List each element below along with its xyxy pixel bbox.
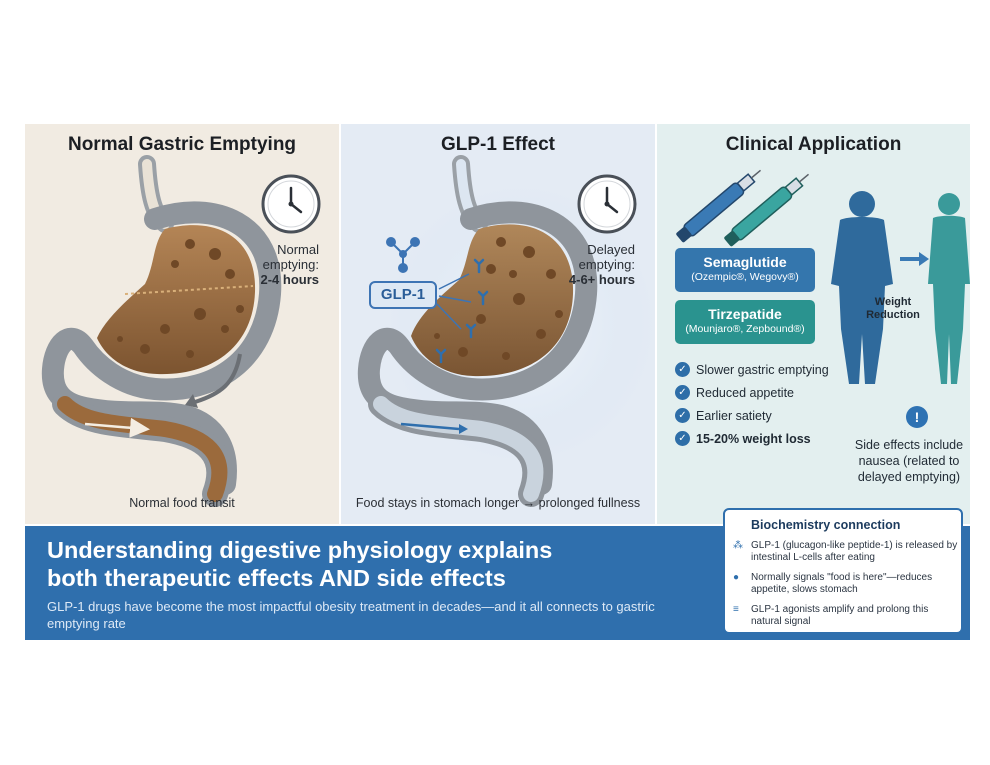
- injection-pen-icon: [676, 169, 762, 243]
- signal-icon: ≡: [733, 604, 739, 615]
- semaglutide-card: Semaglutide (Ozempic®, Wegovy®): [675, 248, 815, 292]
- benefit-text: Earlier satiety: [696, 408, 772, 423]
- drug-name: Semaglutide: [703, 254, 787, 270]
- label-line: emptying:: [262, 257, 319, 272]
- panel-caption: Food stays in stomach longer → prolonged…: [355, 496, 641, 510]
- weight-reduction-label: Weight Reduction: [863, 296, 923, 322]
- body-silhouette-after: [928, 193, 970, 384]
- clinical-application-panel: Clinical Application Semaglutide (Ozempi…: [657, 124, 970, 524]
- clock-icon: [261, 174, 321, 234]
- label-line: Reduction: [866, 309, 920, 321]
- biochemistry-item: ≡ GLP-1 agonists amplify and prolong thi…: [733, 604, 959, 628]
- clock-icon: [577, 174, 637, 234]
- benefits-list: ✓ Slower gastric emptying ✓ Reduced appeti…: [675, 358, 829, 450]
- banner-subtext: GLP-1 drugs have become the most impactf…: [47, 599, 655, 631]
- glp1-badge: GLP-1: [369, 281, 437, 309]
- panel-caption: Normal food transit: [129, 496, 235, 510]
- drug-brands: (Mounjaro®, Zepbound®): [685, 323, 805, 335]
- drug-name: Tirzepatide: [708, 306, 782, 322]
- check-circle-icon: ✓: [675, 362, 690, 377]
- clinical-illustration: [676, 169, 970, 384]
- tirzepatide-card: Tirzepatide (Mounjaro®, Zepbound®): [675, 300, 815, 344]
- label-line: Normal: [277, 242, 319, 257]
- food-particles: [117, 239, 244, 358]
- headline-line: both therapeutic effects AND side effect…: [47, 565, 506, 591]
- flow-arrow: [194, 353, 242, 404]
- biochemistry-title: Biochemistry connection: [751, 518, 901, 532]
- food-particles: [434, 237, 563, 360]
- label-line: emptying:: [578, 257, 635, 272]
- glp1-receptors: [435, 258, 489, 364]
- delayed-emptying-label: Delayed emptying: 4-6+ hours: [557, 242, 635, 287]
- panel-title: Clinical Application: [725, 134, 902, 155]
- glp1-effect-panel: GLP-1 Effect GLP-1 Delayed emptying: 4-6…: [341, 124, 655, 524]
- drug-brands: (Ozempic®, Wegovy®): [691, 271, 799, 283]
- benefit-item: ✓ Slower gastric emptying: [675, 358, 829, 381]
- normal-stomach-illustration: [41, 155, 321, 507]
- benefit-item: ✓ 15-20% weight loss: [675, 427, 829, 450]
- drop-icon: ●: [733, 572, 740, 583]
- stomach-wall: [357, 201, 598, 495]
- injection-pen-icon: [724, 173, 810, 247]
- stomach-contents: [411, 224, 574, 377]
- biochemistry-text: GLP-1 agonists amplify and prolong this …: [751, 604, 929, 627]
- banner-headline: Understanding digestive physiology expla…: [47, 536, 687, 592]
- check-circle-icon: ✓: [675, 408, 690, 423]
- glp1-stomach-illustration: [357, 155, 655, 507]
- side-effects-note: Side effects include nausea (related to …: [854, 438, 964, 484]
- biochemistry-text: Normally signals "food is here"—reduces …: [751, 572, 933, 595]
- stomach-wall: [41, 201, 282, 495]
- flow-arrow: [400, 422, 460, 431]
- headline-line: Understanding digestive physiology expla…: [47, 537, 553, 563]
- molecule-icon: ⁂: [733, 540, 743, 551]
- label-line: Weight: [874, 296, 912, 308]
- signal-lines: [436, 273, 472, 330]
- infographic: Normal Gastric Emptying Normal emptying:…: [25, 124, 970, 640]
- check-circle-icon: ✓: [675, 385, 690, 400]
- benefit-item: ✓ Reduced appetite: [675, 381, 829, 404]
- biochemistry-text: GLP-1 (glucagon-like peptide-1) is relea…: [751, 540, 958, 563]
- stomach-contents: [97, 225, 256, 375]
- body-silhouette-before: [831, 191, 893, 384]
- check-circle-icon: ✓: [675, 431, 690, 446]
- panel-title: GLP-1 Effect: [440, 134, 556, 155]
- biochemistry-item: ⁂ GLP-1 (glucagon-like peptide-1) is rel…: [733, 540, 959, 564]
- benefit-item: ✓ Earlier satiety: [675, 404, 829, 427]
- exclamation-icon: !: [906, 406, 928, 428]
- normal-emptying-label: Normal emptying: 2-4 hours: [241, 242, 319, 287]
- biochemistry-item: ● Normally signals "food is here"—reduce…: [733, 572, 959, 596]
- benefit-text: 15-20% weight loss: [696, 431, 811, 446]
- benefit-text: Slower gastric emptying: [696, 362, 829, 377]
- emptying-time-value: 4-6+ hours: [568, 272, 635, 287]
- biochemistry-box: Biochemistry connection ⁂ GLP-1 (glucago…: [723, 508, 963, 634]
- panel-title: Normal Gastric Emptying: [67, 134, 297, 155]
- molecule-icon: [386, 237, 420, 273]
- label-line: Delayed: [587, 242, 635, 257]
- emptying-time-value: 2-4 hours: [260, 272, 319, 287]
- benefit-text: Reduced appetite: [696, 385, 794, 400]
- flow-arrow: [84, 417, 150, 438]
- normal-gastric-emptying-panel: Normal Gastric Emptying Normal emptying:…: [25, 124, 339, 524]
